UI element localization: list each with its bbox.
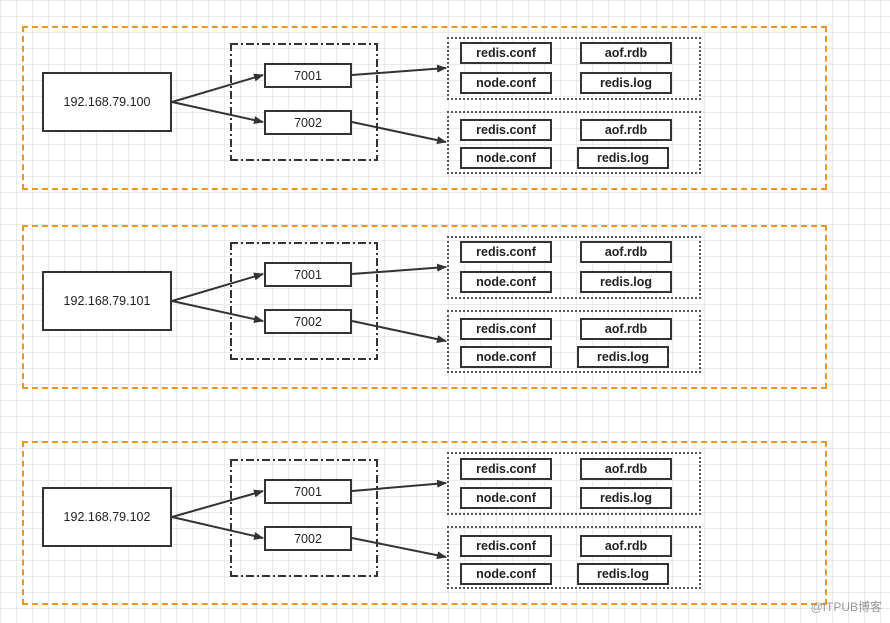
file-redis-log: redis.log (580, 487, 672, 509)
file-aof-rdb: aof.rdb (580, 535, 672, 557)
file-frame-3-7001 (447, 452, 701, 515)
node-frame-3 (230, 459, 378, 577)
node-frame-2 (230, 242, 378, 360)
server-group-1 (22, 26, 827, 190)
server-group-3 (22, 441, 827, 605)
host-box-1: 192.168.79.100 (42, 72, 172, 132)
file-node-conf: node.conf (460, 487, 552, 509)
file-node-conf: node.conf (460, 147, 552, 169)
file-frame-2-7002 (447, 310, 701, 373)
watermark: @ITPUB博客 (810, 600, 882, 614)
file-redis-log: redis.log (577, 563, 669, 585)
file-node-conf: node.conf (460, 271, 552, 293)
file-redis-conf: redis.conf (460, 318, 552, 340)
port-box-3-7002: 7002 (264, 526, 352, 551)
file-redis-log: redis.log (577, 346, 669, 368)
file-aof-rdb: aof.rdb (580, 42, 672, 64)
host-box-3: 192.168.79.102 (42, 487, 172, 547)
file-redis-conf: redis.conf (460, 42, 552, 64)
file-aof-rdb: aof.rdb (580, 458, 672, 480)
file-frame-2-7001 (447, 236, 701, 299)
server-group-2 (22, 225, 827, 389)
file-frame-1-7002 (447, 111, 701, 174)
node-frame-1 (230, 43, 378, 161)
file-redis-conf: redis.conf (460, 241, 552, 263)
file-frame-3-7002 (447, 526, 701, 589)
port-box-2-7002: 7002 (264, 309, 352, 334)
port-box-3-7001: 7001 (264, 479, 352, 504)
port-box-1-7002: 7002 (264, 110, 352, 135)
file-aof-rdb: aof.rdb (580, 241, 672, 263)
file-redis-log: redis.log (580, 72, 672, 94)
file-redis-conf: redis.conf (460, 458, 552, 480)
file-redis-conf: redis.conf (460, 535, 552, 557)
host-box-2: 192.168.79.101 (42, 271, 172, 331)
port-box-2-7001: 7001 (264, 262, 352, 287)
file-aof-rdb: aof.rdb (580, 318, 672, 340)
file-node-conf: node.conf (460, 346, 552, 368)
file-node-conf: node.conf (460, 563, 552, 585)
file-node-conf: node.conf (460, 72, 552, 94)
port-box-1-7001: 7001 (264, 63, 352, 88)
file-aof-rdb: aof.rdb (580, 119, 672, 141)
file-redis-log: redis.log (577, 147, 669, 169)
file-frame-1-7001 (447, 37, 701, 100)
file-redis-conf: redis.conf (460, 119, 552, 141)
file-redis-log: redis.log (580, 271, 672, 293)
